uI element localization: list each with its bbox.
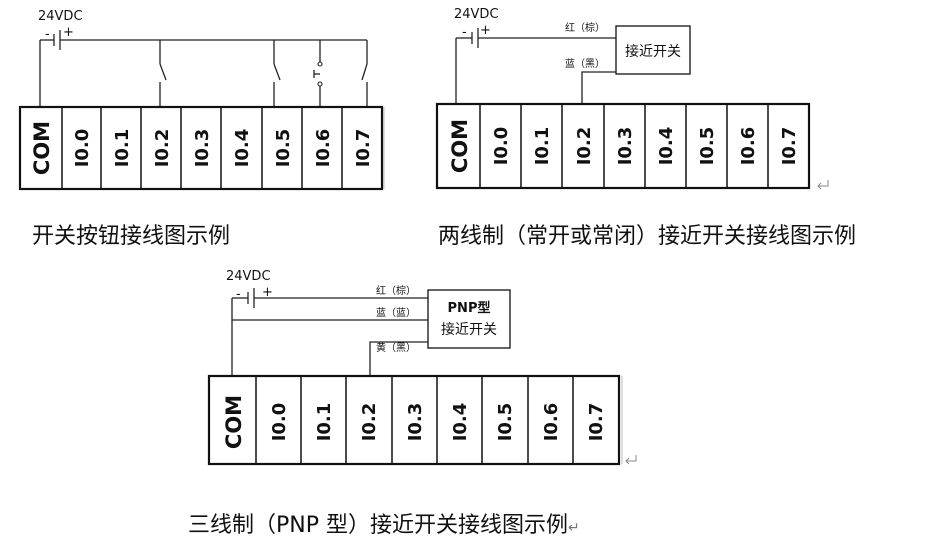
terminal-i04: I0.4 [656,127,677,166]
paragraph-mark-arrow [625,457,630,465]
terminal-i00: I0.0 [269,403,290,442]
supply-plus-sign: + [63,25,74,40]
terminal-i03: I0.3 [192,129,213,168]
terminal-i05: I0.5 [495,403,516,442]
terminal-i01: I0.1 [532,127,553,166]
terminal-i00: I0.0 [491,127,512,166]
terminal-i03: I0.3 [615,127,636,166]
switch-diagram-caption: 开关按钮接线图示例 [32,218,230,250]
supply-minus-sign: - [236,287,241,302]
terminal-strip: COM I0.0 I0.1 I0.2 I0.3 I0.4 I0.5 I0.6 I… [207,374,623,466]
paragraph-mark-arrow [817,182,822,190]
caption-text: 开关按钮接线图示例 [32,224,231,249]
wire-blue-label: 蓝（黑） [565,58,605,70]
terminal-i01: I0.1 [314,403,335,442]
wire-blue-label: 蓝（蓝） [376,307,416,319]
wire-red-label: 红（棕） [565,21,605,34]
three-wire-diagram-caption: 三线制（PNP 型）接近开关接线图示例↵ [188,507,580,539]
switch-symbol-i07 [361,40,368,107]
terminal-i05: I0.5 [697,127,718,166]
terminal-strip: COM I0.0 I0.1 I0.2 I0.3 I0.4 I0.5 I0.6 I… [18,105,385,191]
terminal-i02: I0.2 [152,129,173,168]
terminal-i03: I0.3 [405,403,426,442]
battery-symbol [232,288,428,308]
terminal-com: COM [222,395,246,449]
terminal-strip: COM I0.0 I0.1 I0.2 I0.3 I0.4 I0.5 I0.6 I… [435,102,811,190]
supply-voltage-label: 24VDC [226,269,271,284]
terminal-i00: I0.0 [72,129,93,168]
battery-symbol [456,28,616,48]
terminal-i02: I0.2 [574,127,595,166]
terminal-i06: I0.6 [738,127,759,166]
switch-symbol-i02 [159,40,167,107]
wire-red-label: 红（棕） [376,284,416,297]
signal-wire [581,71,616,104]
paragraph-mark-icon [626,455,637,462]
two-wire-diagram-caption: 两线制（常开或常闭）接近开关接线图示例 [438,218,856,250]
supply-minus-sign: - [45,27,50,42]
terminal-i06: I0.6 [541,403,562,442]
two-wire-wiring-diagram: 24VDC - + 红（棕） 蓝（黑） 接近开关 COM I0.0 [435,7,829,190]
terminal-i02: I0.2 [359,403,380,442]
pnp-sensor-box: PNP型 接近开关 [427,289,511,349]
terminal-i06: I0.6 [313,129,334,168]
supply-voltage-label: 24VDC [38,9,83,24]
terminal-i01: I0.1 [112,129,133,168]
pnp-type-label: PNP型 [448,300,491,316]
terminal-i07: I0.7 [586,403,607,442]
terminal-i05: I0.5 [273,129,294,168]
terminal-i07: I0.7 [779,127,800,166]
caption-text: 两线制（常开或常闭）接近开关接线图示例 [438,224,857,249]
battery-symbol [40,30,367,50]
signal-wire [369,341,428,376]
switch-wiring-diagram: 24VDC - + [18,9,385,191]
terminal-i04: I0.4 [450,403,471,442]
supply-plus-sign: + [262,285,273,300]
supply-plus-sign: + [480,23,491,38]
terminal-com: COM [30,121,54,175]
terminal-i07: I0.7 [353,129,374,168]
switch-symbol-i05 [273,40,281,107]
caption-text: 三线制（PNP 型）接近开关接线图示例 [188,513,568,538]
proximity-switch-label: 接近开关 [441,321,497,338]
three-wire-wiring-diagram: 24VDC - + 红（棕） 蓝（蓝） 黄（黑） PNP型 接近开关 [207,269,637,466]
supply-voltage-label: 24VDC [454,7,499,22]
pushbutton-symbol-i06 [313,40,323,107]
terminal-com: COM [448,119,472,173]
paragraph-mark-icon: ↵ [568,520,580,536]
proximity-switch-box: 接近开关 [615,25,691,75]
wire-yellow-label: 黄（黑） [376,341,416,354]
paragraph-mark-icon [818,180,829,187]
supply-minus-sign: - [462,25,467,40]
terminal-i04: I0.4 [232,129,253,168]
proximity-switch-label: 接近开关 [625,43,681,60]
